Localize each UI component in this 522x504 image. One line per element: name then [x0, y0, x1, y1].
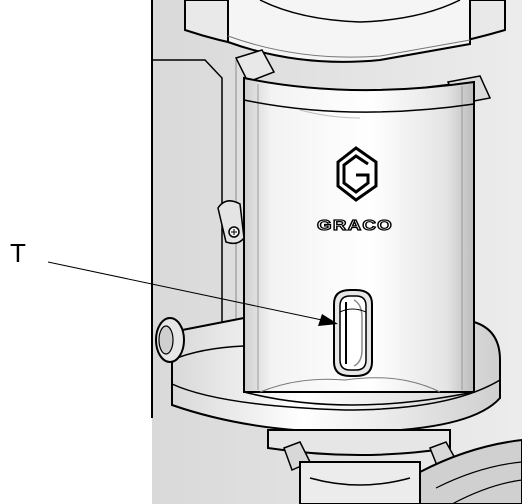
pump-cylinder	[243, 76, 475, 393]
lower-fittings	[267, 429, 522, 504]
base-collar	[171, 316, 501, 434]
leader-line	[47, 261, 323, 321]
callout-label: T	[10, 238, 26, 268]
motor-housing	[184, 0, 506, 63]
sight-window	[333, 289, 373, 377]
side-knob	[155, 317, 185, 363]
callout-t: T	[10, 238, 338, 326]
brand-logo-text: GRACO	[317, 217, 393, 234]
side-screw	[217, 200, 245, 245]
leader-arrowhead	[318, 314, 338, 326]
graco-g-logo-icon	[336, 146, 378, 202]
